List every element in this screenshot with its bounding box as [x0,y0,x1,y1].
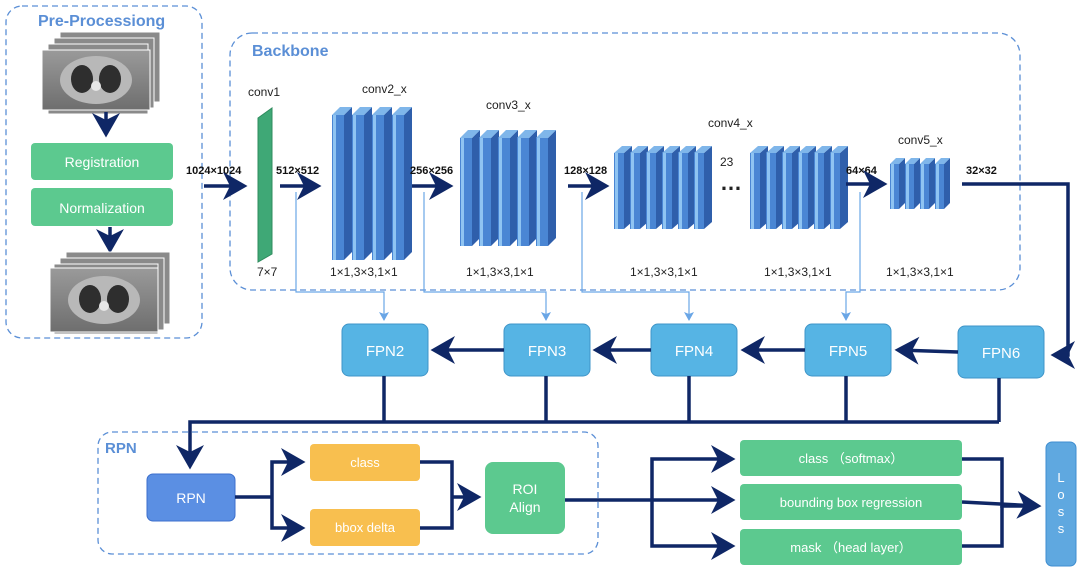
head-arrows [565,445,1042,560]
lateral-connections [295,192,861,321]
conv4-ellipsis: … [720,170,742,195]
conv4-block-b [750,146,848,229]
registration-label: Registration [65,154,140,170]
conv1-kernel: 7×7 [257,265,278,279]
bbox-regression-box [740,484,962,520]
rpn-label: RPN [176,490,206,506]
rpn-region [97,431,599,555]
fpn4-label: FPN4 [675,343,713,360]
conv2-kernel: 1×1,3×3,1×1 [330,265,398,279]
loss-box [1045,441,1077,567]
loss-label: Loss [1054,470,1069,538]
class-softmax-label: class （softmax） [799,451,904,466]
fpn2-label: FPN2 [366,343,404,360]
conv5-label: conv5_x [898,133,943,147]
preprocessing-title: Pre-Processiong [38,13,165,30]
bbox-regression-label: bounding box regression [780,495,922,510]
conv1-label: conv1 [248,85,280,99]
roi-align-label-line1: ROI [513,481,538,497]
conv1-out-size: 512×512 [276,165,319,177]
conv3-out-size: 128×128 [564,165,607,177]
bbox-delta-box [310,509,420,546]
class-softmax-box [740,440,962,476]
conv2-label: conv2_x [362,82,407,96]
conv4-block-a [614,146,712,229]
ct-scan-stack-bottom [49,251,171,335]
class-label: class [350,455,380,470]
fpn-topdown-arrows [430,336,959,365]
fpn3-label: FPN3 [528,343,566,360]
mask-box [740,529,962,565]
ct-scan-stack-top [41,31,161,115]
conv5-kernel: 1×1,3×3,1×1 [886,265,954,279]
conv4-kernel-a: 1×1,3×3,1×1 [630,265,698,279]
conv3-block [460,130,556,246]
class-box [310,444,420,481]
normalization-label: Normalization [59,200,145,216]
conv3-label: conv3_x [486,98,531,112]
conv4-out-size: 64×64 [846,165,878,177]
rpn-region-title: RPN [105,440,137,457]
conv4-repeat-count: 23 [720,155,734,169]
fpn5-label: FPN5 [829,343,867,360]
backbone-region [229,32,1021,291]
conv2-out-size: 256×256 [410,165,453,177]
bbox-delta-label: bbox delta [335,520,396,535]
roi-align-box [485,462,565,534]
conv1-layer [257,107,273,263]
input-size-label: 1024×1024 [186,165,242,177]
rpn-branch-arrows [235,448,482,542]
conv5-out-size: 32×32 [966,165,997,177]
conv3-kernel: 1×1,3×3,1×1 [466,265,534,279]
normalization-box [31,188,173,226]
conv4-label: conv4_x [708,116,753,130]
conv2-block [332,107,412,260]
preprocessing-region [5,5,203,339]
fpn-output-lines [176,376,1001,470]
mask-label: mask （head layer） [790,540,911,555]
fpn6-label: FPN6 [982,345,1020,362]
registration-box [31,143,173,180]
backbone-title: Backbone [252,43,329,60]
roi-align-label-line2: Align [509,499,540,515]
conv5-block [890,158,950,209]
conv4-kernel-b: 1×1,3×3,1×1 [764,265,832,279]
